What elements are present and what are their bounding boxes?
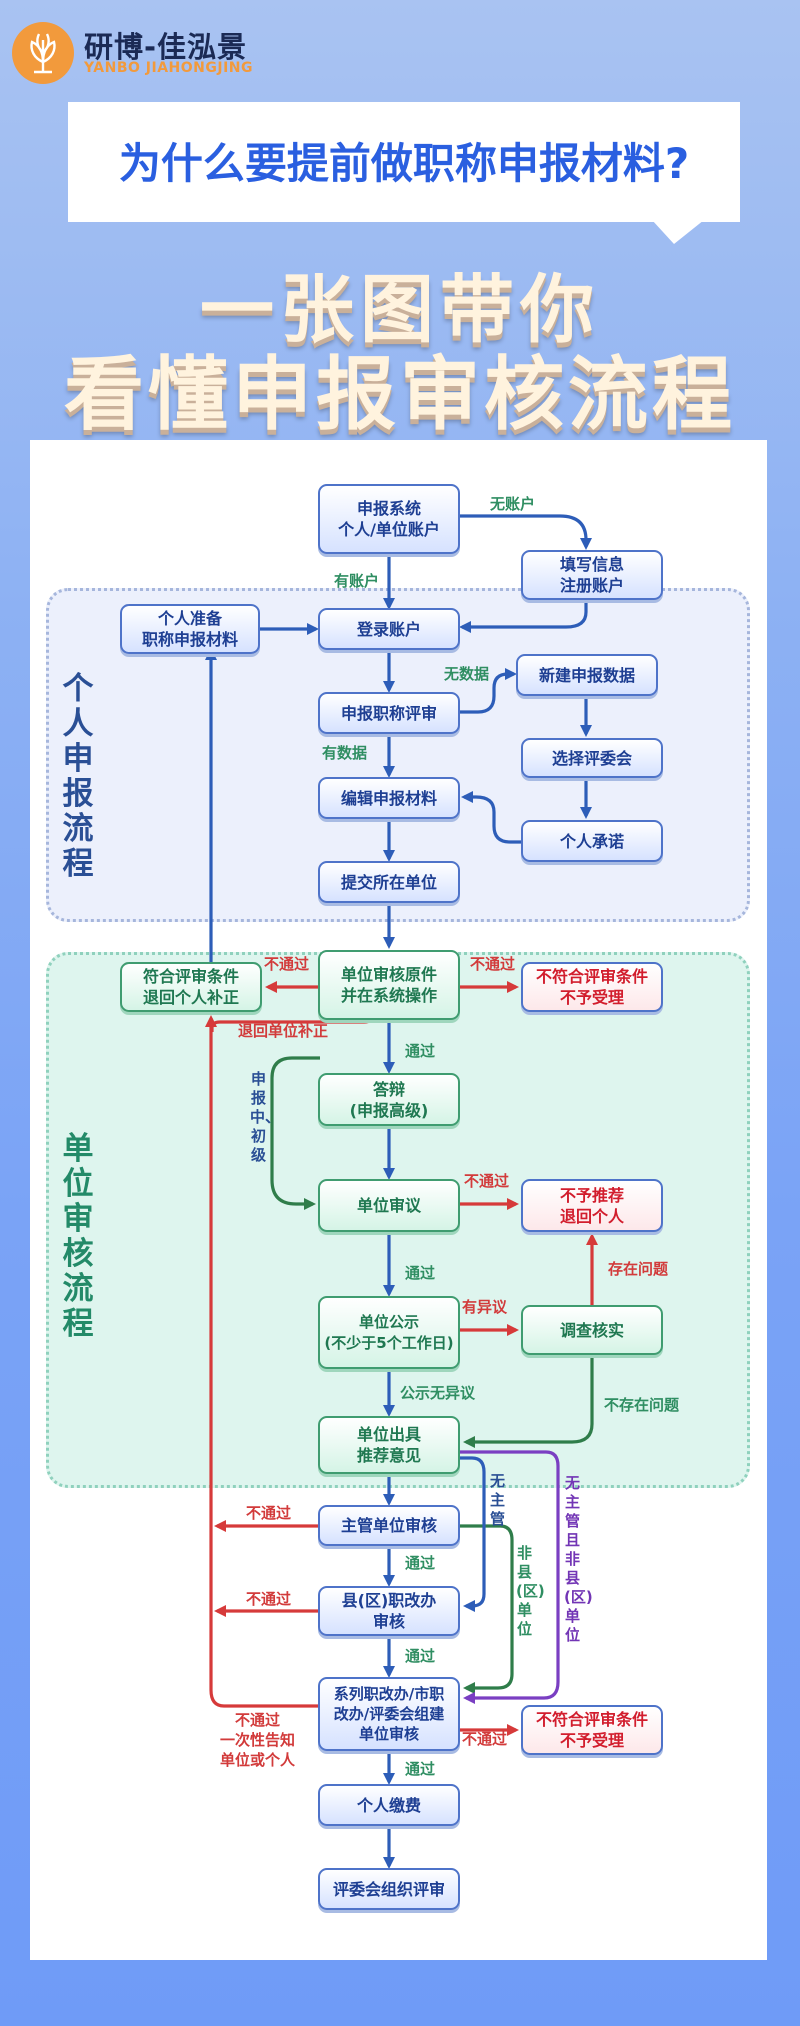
node-submit: 提交所在单位 <box>318 861 460 903</box>
bubble-tail <box>652 220 704 244</box>
label-no-problem: 不存在问题 <box>604 1396 680 1414</box>
node-payment: 个人缴费 <box>318 1784 460 1826</box>
node-edit: 编辑申报材料 <box>318 777 460 819</box>
label-pass-5: 通过 <box>405 1760 436 1778</box>
label-fail-supervisor: 不通过 <box>246 1504 292 1522</box>
node-choose-committee: 选择评委会 <box>521 738 663 778</box>
node-promise: 个人承诺 <box>521 820 663 862</box>
label-fail-series: 不通过 <box>462 1730 508 1748</box>
title-line-2: 看懂申报审核流程 <box>64 348 736 441</box>
unit-zone-label: 单位审核流程 <box>62 1131 94 1342</box>
node-prepare: 个人准备 职称申报材料 <box>120 604 260 654</box>
label-fail-notify: 不通过 一次性告知 单位或个人 <box>220 1711 296 1769</box>
brand-logo <box>12 22 74 84</box>
node-apply: 申报职称评审 <box>318 692 460 734</box>
label-pass-3: 通过 <box>405 1554 436 1572</box>
arrow-no-supervisor <box>460 1456 486 1612</box>
question-text: 为什么要提前做职称申报材料? <box>118 139 690 188</box>
label-has-problem: 存在问题 <box>608 1260 669 1278</box>
label-has-objection: 有异议 <box>462 1298 508 1316</box>
node-new-data: 新建申报数据 <box>516 654 658 696</box>
arrow-no-data <box>458 668 517 714</box>
arrow-register-login <box>459 598 588 633</box>
arrow-no-sup-non-county <box>460 1450 560 1704</box>
arrow-no-problem <box>463 1354 594 1448</box>
node-system: 申报系统 个人/单位账户 <box>318 484 460 554</box>
node-defense: 答辩 (申报高级) <box>318 1073 460 1126</box>
node-supervisor: 主管单位审核 <box>318 1505 460 1546</box>
node-unit-discuss: 单位审议 <box>318 1179 460 1232</box>
brand-name-en: YANBO JIAHONGJING <box>84 60 254 76</box>
label-pass-2: 通过 <box>405 1264 436 1282</box>
title-line-1: 一张图带你 <box>200 267 600 353</box>
node-not-meet-2: 不符合评审条件 不予受理 <box>521 1705 663 1755</box>
label-no-data: 无数据 <box>444 665 490 683</box>
label-fail-discuss: 不通过 <box>464 1172 510 1190</box>
label-fail-left: 不通过 <box>264 955 310 973</box>
brand-name: 研博-佳泓景 <box>84 30 248 64</box>
personal-zone-label: 个人申报流程 <box>62 671 94 882</box>
label-no-sup-non-county: 无主管且非县(区)单位 <box>564 1474 593 1644</box>
arrow-promise-edit <box>461 791 521 844</box>
node-register: 填写信息 注册账户 <box>521 550 663 600</box>
node-series: 系列职改办/市职 改办/评委会组建 单位审核 <box>318 1677 460 1751</box>
node-unit-publicity: 单位公示 (不少于5个工作日) <box>318 1296 460 1369</box>
node-not-recommend: 不予推荐 退回个人 <box>521 1179 663 1232</box>
arrow-mid-junior <box>270 1056 320 1210</box>
label-no-supervisor: 无主管 <box>489 1472 505 1528</box>
leaf-emblem-icon <box>30 33 56 74</box>
label-no-account: 无账户 <box>490 495 536 513</box>
label-pass-1: 通过 <box>405 1042 436 1060</box>
label-has-account: 有账户 <box>334 572 380 590</box>
node-login: 登录账户 <box>318 608 460 650</box>
arrow-non-county <box>460 1524 514 1694</box>
label-non-county: 非县(区)单位 <box>516 1544 545 1638</box>
arrow-fail-loop <box>205 1015 318 1708</box>
node-county: 县(区)职改办 审核 <box>318 1586 460 1636</box>
label-no-objection: 公示无异议 <box>400 1384 476 1402</box>
node-unit-opinion: 单位出具 推荐意见 <box>318 1416 460 1474</box>
label-has-data: 有数据 <box>322 744 368 762</box>
arrow-no-account <box>458 514 592 550</box>
node-investigate: 调查核实 <box>521 1305 663 1355</box>
label-return-unit: 退回单位补正 <box>238 1022 329 1040</box>
label-mid-junior: 申报中、初级 <box>250 1070 281 1164</box>
label-fail-right: 不通过 <box>470 955 516 973</box>
label-pass-4: 通过 <box>405 1647 436 1665</box>
label-fail-county: 不通过 <box>246 1590 292 1608</box>
node-final: 评委会组织评审 <box>318 1868 460 1910</box>
node-not-meet-1: 不符合评审条件 不予受理 <box>521 962 663 1012</box>
node-meet-return: 符合评审条件 退回个人补正 <box>120 962 262 1012</box>
node-unit-review: 单位审核原件 并在系统操作 <box>318 950 460 1020</box>
question-bubble <box>68 102 740 222</box>
